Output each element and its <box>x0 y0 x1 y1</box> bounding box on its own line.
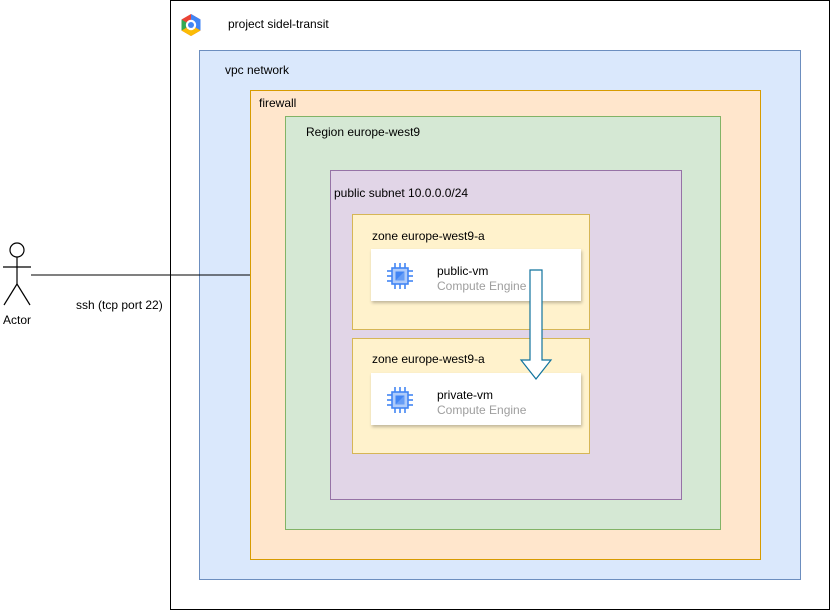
ssh-connection-label: ssh (tcp port 22) <box>76 298 163 312</box>
actor-icon[interactable] <box>0 240 34 310</box>
vm-service: Compute Engine <box>437 279 527 293</box>
firewall-label: firewall <box>259 96 297 110</box>
google-cloud-logo-icon <box>181 14 201 36</box>
project-label: project sidel-transit <box>228 17 329 31</box>
compute-engine-chip-icon <box>387 263 413 289</box>
compute-engine-chip-icon <box>387 387 413 413</box>
actor-label: Actor <box>3 313 32 327</box>
zone-label: zone europe-west9-a <box>372 229 485 243</box>
vm-name: public-vm <box>437 264 489 278</box>
vm-service: Compute Engine <box>437 403 527 417</box>
public-vm-node[interactable]: public-vm Compute Engine <box>371 249 581 301</box>
private-vm-node[interactable]: private-vm Compute Engine <box>371 373 581 425</box>
vm-name: private-vm <box>437 388 494 402</box>
zone-label: zone europe-west9-a <box>372 352 485 366</box>
public-subnet-label: public subnet 10.0.0.0/24 <box>334 186 469 200</box>
region-label: Region europe-west9 <box>306 125 421 139</box>
vpc-network-label: vpc network <box>225 63 290 77</box>
